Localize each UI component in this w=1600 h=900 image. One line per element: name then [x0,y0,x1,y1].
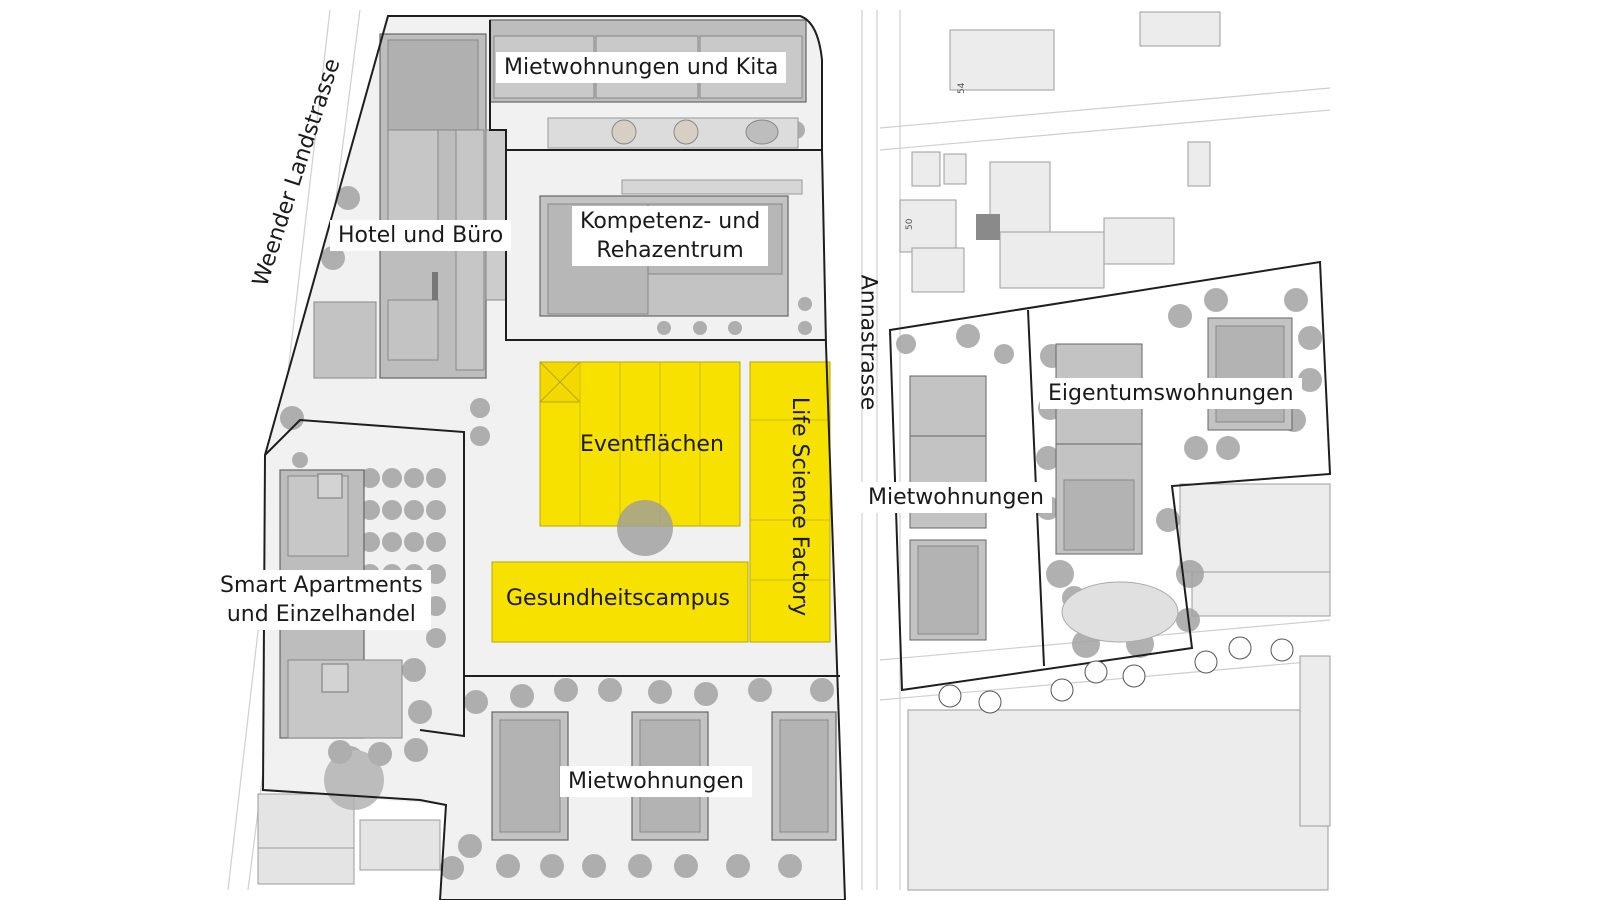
dark-annex [976,214,1000,240]
label-kompetenz-rehazentrum: Kompetenz- und Rehazentrum [572,206,769,266]
label-mietwohnungen-kita: Mietwohnungen und Kita [496,52,787,83]
label-mietwohnungen-east: Mietwohnungen [860,482,1052,513]
label-eigentumswohnungen: Eigentumswohnungen [1040,378,1302,409]
neighbour-buildings-east [899,11,1331,891]
street-trees [938,636,1294,714]
label-kompetenz-line2: Rehazentrum [596,238,744,263]
label-smart-line1: Smart Apartments [220,573,423,598]
label-smart-apartments: Smart Apartments und Einzelhandel [212,570,431,630]
building-life-science-factory [749,361,831,643]
label-hotel-buero: Hotel und Büro [330,220,512,251]
street-label-anna: Annastrasse [855,274,881,411]
label-smart-line2: und Einzelhandel [226,602,416,627]
label-life-science-factory: Life Science Factory [787,396,813,617]
house-number-50: 50 [905,218,915,230]
neighbour-buildings-south-west [257,793,441,885]
label-gesundheitscampus: Gesundheitscampus [506,586,730,611]
site-boundaries [261,15,1332,900]
label-kompetenz-line1: Kompetenz- und [580,209,761,234]
house-number-54: 54 [957,82,967,94]
building-gesundheitscampus [491,561,749,643]
highlight-campus [491,361,831,643]
label-eventflaechen: Eventflächen [580,432,724,457]
label-mietwohnungen-south: Mietwohnungen [560,766,752,797]
